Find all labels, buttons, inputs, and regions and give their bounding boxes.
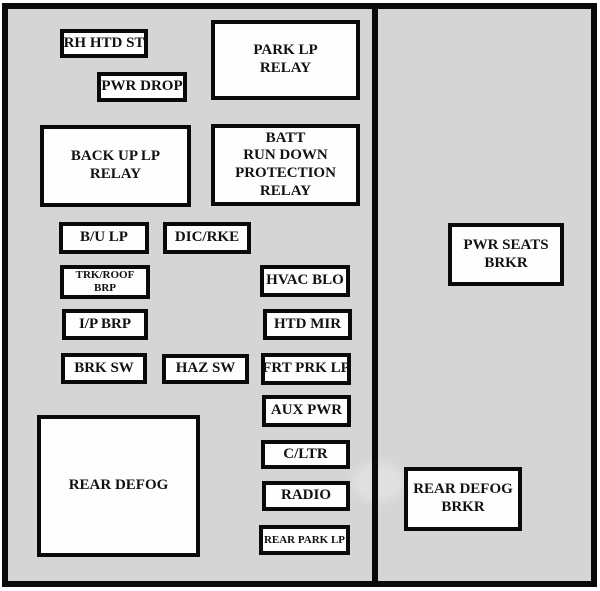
- fuse-hvac-blo: HVAC BLO: [260, 265, 350, 297]
- fuse-c-ltr: C/LTR: [261, 440, 350, 469]
- fuse-aux-pwr: AUX PWR: [262, 395, 351, 427]
- fuse-dic-rke: DIC/RKE: [163, 222, 251, 254]
- fuse-rh-htd-st: RH HTD ST: [60, 29, 148, 58]
- relay-park-lp: PARK LP RELAY: [211, 20, 360, 100]
- fuse-rear-park-lp: REAR PARK LP: [259, 525, 350, 555]
- fuse-haz-sw: HAZ SW: [162, 354, 249, 384]
- fuse-i-p-brp: I/P BRP: [62, 309, 148, 340]
- fuse-frt-prk-lp: FRT PRK LP: [261, 353, 351, 385]
- relay-back-up-lp: BACK UP LP RELAY: [40, 125, 191, 207]
- breaker-pwr-seats: PWR SEATS BRKR: [448, 223, 564, 286]
- fuse-pwr-drop: PWR DROP: [97, 72, 187, 102]
- fuse-brk-sw: BRK SW: [61, 353, 147, 384]
- smudge-artifact: [352, 462, 404, 502]
- fuse-radio: RADIO: [262, 481, 350, 511]
- fuse-trk-roof-brp: TRK/ROOF BRP: [60, 265, 150, 299]
- fuse-rear-defog: REAR DEFOG: [37, 415, 200, 557]
- panel-divider: [372, 3, 378, 587]
- fuse-b-u-lp: B/U LP: [59, 222, 149, 254]
- breaker-rear-defog: REAR DEFOG BRKR: [404, 467, 522, 531]
- fuse-htd-mir: HTD MIR: [263, 309, 352, 340]
- relay-batt-run-down-protection: BATT RUN DOWN PROTECTION RELAY: [211, 124, 360, 206]
